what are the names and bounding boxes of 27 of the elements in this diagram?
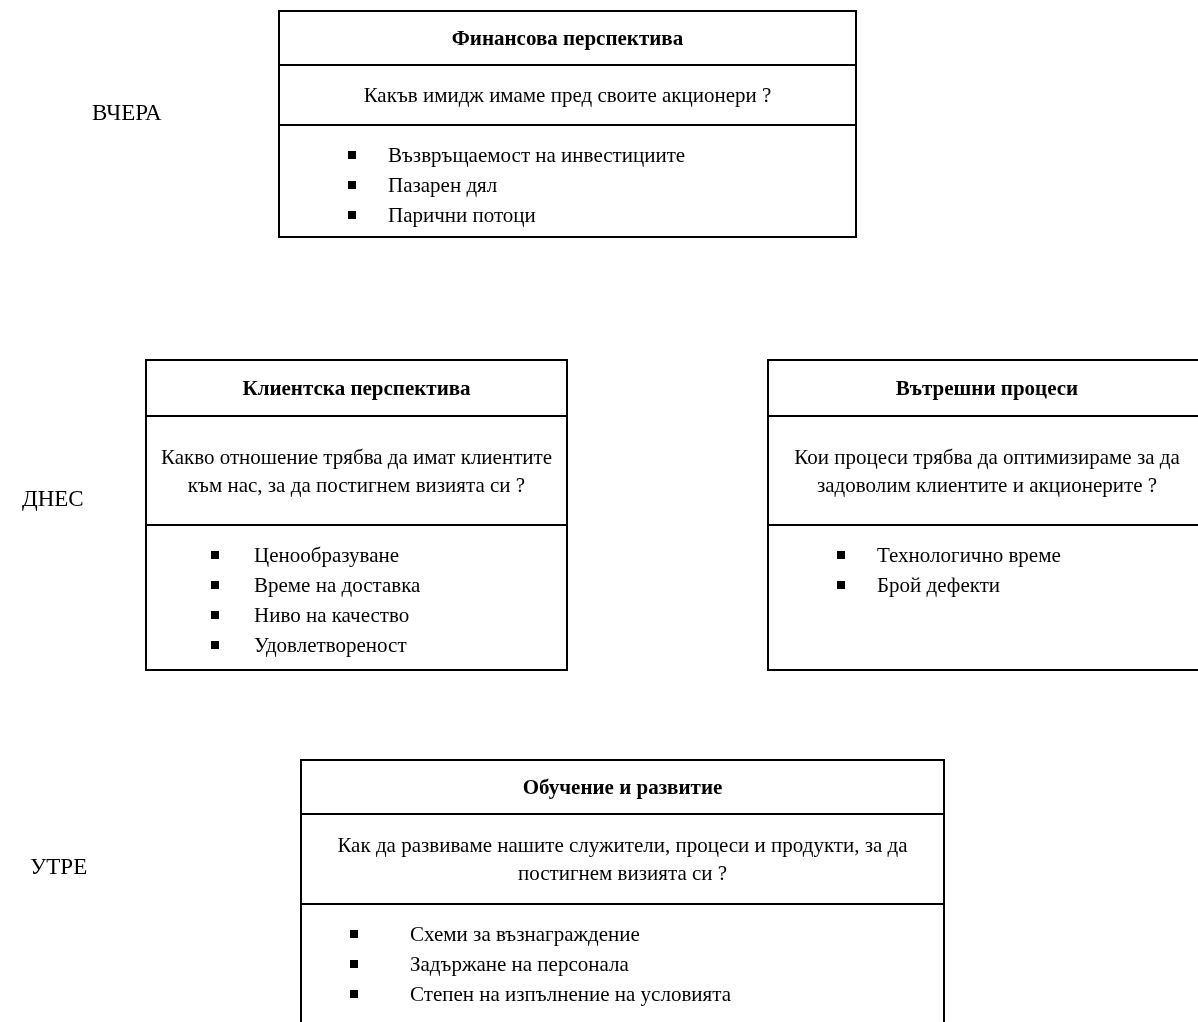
list-item: Възвръщаемост на инвестициите — [388, 143, 686, 167]
perspective-card — [767, 359, 1198, 671]
list-item: Време на доставка — [254, 573, 421, 597]
time-label: ВЧЕРА — [92, 100, 162, 126]
question-text: Кои процеси трябва да оптимизираме за да задоволим клиентите и акционерите ? — [793, 443, 1181, 499]
list-item: Ниво на качество — [254, 603, 410, 627]
question-text: Какъв имидж имаме пред своите акционери ? — [363, 82, 772, 109]
card-heading: Финансова перспектива — [451, 25, 684, 51]
perspective-card — [278, 10, 857, 238]
time-label: УТРЕ — [30, 854, 88, 880]
list-item: Брой дефекти — [877, 573, 1001, 597]
list-item: Схеми за възнаграждение — [410, 922, 640, 946]
list-item: Степен на изпълнение на условията — [410, 982, 731, 1006]
list-item: Ценообразуване — [254, 543, 400, 567]
card-heading: Вътрешни процеси — [895, 375, 1079, 401]
card-heading: Обучение и развитие — [522, 774, 723, 800]
perspective-card — [145, 359, 568, 671]
list-item: Парични потоци — [388, 203, 536, 227]
card-heading: Клиентска перспектива — [242, 375, 471, 401]
list-item: Удовлетвореност — [254, 633, 407, 657]
perspective-card — [300, 759, 945, 1022]
question-text: Как да развиваме нашите служители, процеси и продукти, за да постигнем визията си ? — [336, 832, 909, 887]
time-label: ДНЕС — [22, 486, 84, 512]
list-item: Задържане на персонала — [410, 952, 629, 976]
list-item: Технологично време — [877, 543, 1061, 567]
question-text: Какво отношение трябва да имат клиентите към нас, за да постигнем визията си ? — [159, 443, 554, 499]
list-item: Пазарен дял — [388, 173, 498, 197]
